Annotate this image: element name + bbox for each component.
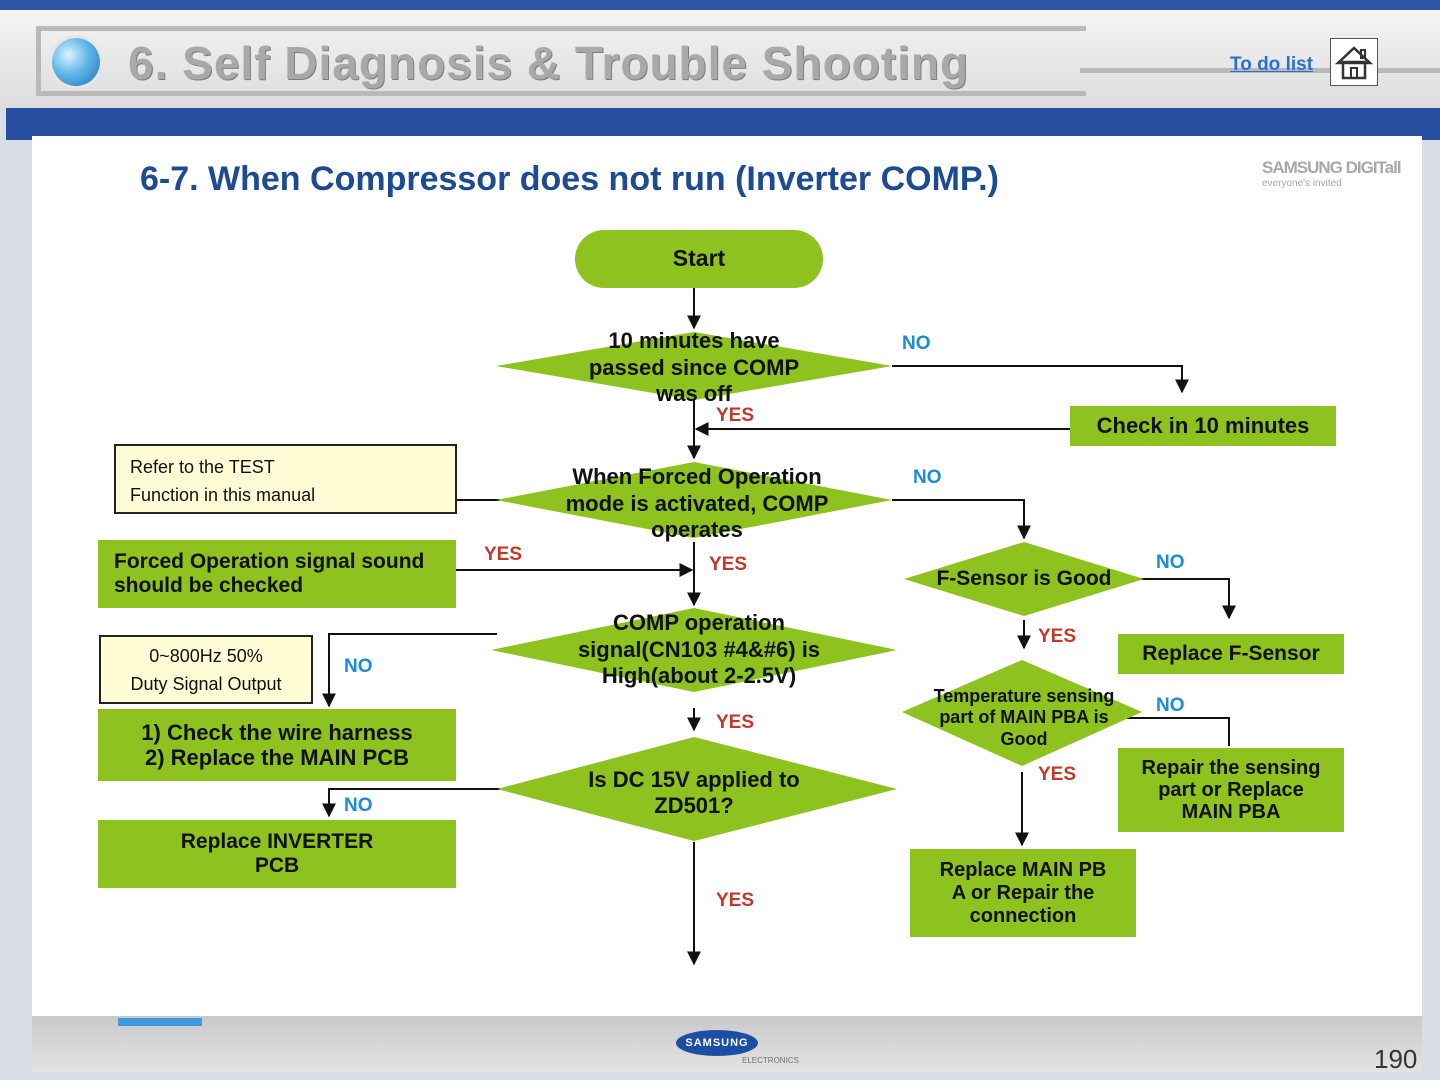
to-do-list-link[interactable]: To do list — [1230, 54, 1314, 75]
home-button[interactable] — [1330, 38, 1378, 86]
test-function-note: Refer to the TEST Function in this manua… — [114, 444, 457, 514]
replace-fsensor-box: Replace F-Sensor — [1118, 634, 1344, 674]
logo-slogan: everyone's invited — [1262, 178, 1342, 189]
decision-q2 — [496, 462, 892, 538]
decision-q1 — [496, 332, 892, 400]
blue-banner — [6, 108, 1440, 140]
repair-sensing-box: Repair the sensing part or Replace MAIN … — [1118, 748, 1344, 832]
decision-q3 — [491, 608, 897, 692]
connector-q6-no — [1124, 717, 1230, 746]
duty-signal-note: 0~800Hz 50% Duty Signal Output — [99, 635, 313, 704]
forced-yes-label: YES — [484, 544, 523, 565]
header-frame — [36, 26, 1086, 96]
q2-yes-label: YES — [709, 554, 748, 575]
top-stripe — [0, 0, 1440, 10]
q2-no-label: NO — [913, 467, 942, 488]
connector-q3-no — [322, 633, 497, 708]
q3-yes-label: YES — [716, 712, 755, 733]
q5-yes-label: YES — [1038, 626, 1077, 647]
home-icon — [1334, 46, 1374, 80]
decision-q6 — [902, 660, 1142, 766]
page-number: 190 — [1374, 1044, 1418, 1074]
samsung-digitall-logo: SAMSUNG DIGITall — [1262, 158, 1402, 177]
q4-yes-label: YES — [716, 890, 755, 911]
decision-q5 — [904, 542, 1144, 616]
wire-harness-box: 1) Check the wire harness 2) Replace the… — [98, 709, 456, 781]
forced-signal-box: Forced Operation signal sound should be … — [98, 540, 456, 608]
connector-q5-no — [1124, 578, 1236, 620]
connector-q2-no — [892, 499, 1031, 540]
replace-inverter-box: Replace INVERTER PCB — [98, 820, 456, 888]
decision-q4 — [497, 737, 897, 841]
q3-no-label: NO — [344, 656, 373, 677]
connector-q1-no — [892, 365, 1189, 394]
replace-main-box: Replace MAIN PB A or Repair the connecti… — [910, 849, 1136, 937]
q5-no-label: NO — [1156, 552, 1185, 573]
q1-yes-label: YES — [716, 405, 755, 426]
q4-no-label: NO — [344, 795, 373, 816]
connector-q4-no — [322, 788, 500, 818]
q6-no-label: NO — [1156, 695, 1185, 716]
q1-no-label: NO — [902, 333, 931, 354]
q6-yes-label: YES — [1038, 764, 1077, 785]
footer-accent — [118, 1018, 202, 1026]
start-terminator — [575, 230, 823, 288]
check-in-10-minutes-box: Check in 10 minutes — [1070, 406, 1336, 446]
samsung-logo: SAMSUNG — [676, 1030, 758, 1056]
section-title: 6-7. When Compressor does not run (Inver… — [140, 160, 999, 198]
globe-icon — [52, 38, 100, 86]
header-rule — [1080, 68, 1440, 73]
samsung-electronics-text: ELECTRONICS — [742, 1056, 799, 1065]
page-title: 6. Self Diagnosis & Trouble Shooting — [128, 37, 970, 89]
